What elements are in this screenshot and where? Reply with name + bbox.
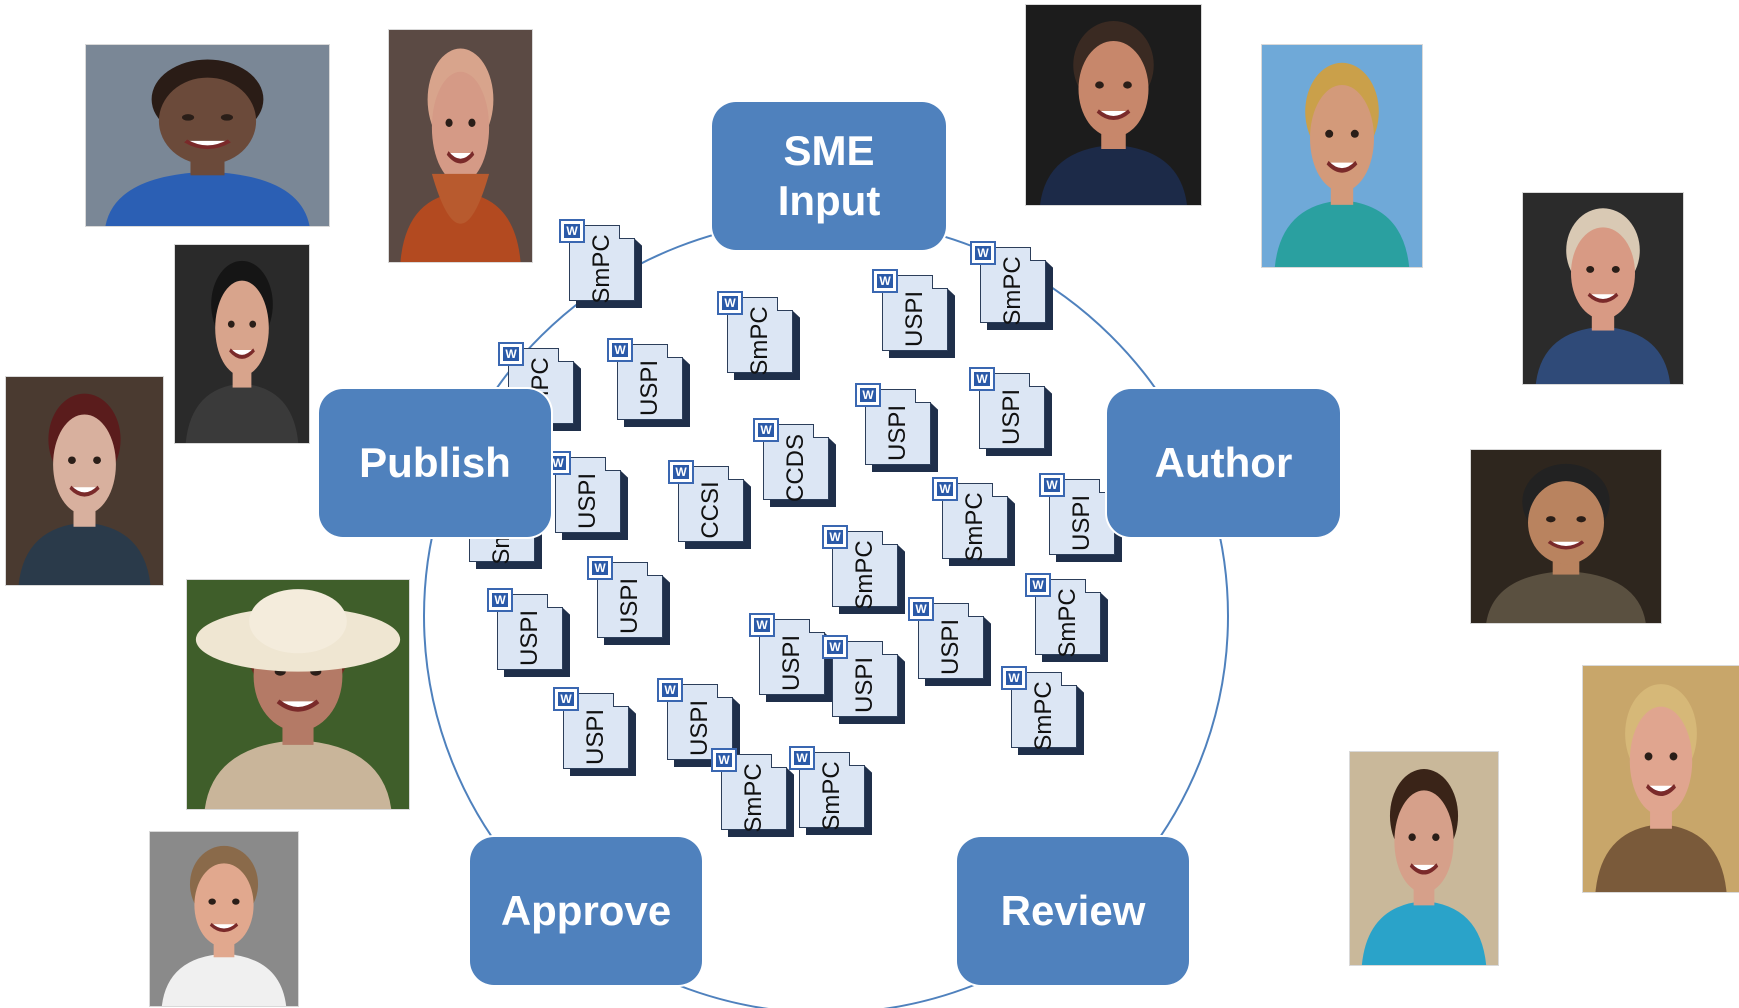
person-photo — [1523, 193, 1683, 384]
document-label: CCSI — [697, 481, 724, 539]
person-photo — [187, 580, 409, 809]
word-document-icon: W — [753, 418, 779, 442]
word-document-icon: W — [872, 269, 898, 293]
document-label: USPI — [1068, 494, 1095, 552]
document-label: USPI — [616, 577, 643, 635]
word-document-icon: W — [587, 556, 613, 580]
document-label: SmPC — [851, 540, 878, 610]
document-label: USPI — [884, 404, 911, 462]
document-label: USPI — [937, 618, 964, 676]
person-photo — [86, 45, 329, 226]
publish-node: Publish — [319, 389, 551, 537]
document-label: SmPC — [1030, 681, 1057, 751]
word-document-icon: W — [855, 383, 881, 407]
word-document-icon: W — [607, 338, 633, 362]
word-document-icon: W — [668, 460, 694, 484]
sme-input-node: SME Input — [712, 102, 946, 250]
person-photo — [1471, 450, 1661, 623]
document-label: SmPC — [740, 763, 767, 833]
word-document-icon: W — [822, 525, 848, 549]
word-document-icon: W — [932, 477, 958, 501]
word-document-icon: W — [553, 687, 579, 711]
document-label: SmPC — [818, 761, 845, 831]
document-label: USPI — [582, 708, 609, 766]
person-photo — [6, 377, 163, 585]
document-label: CCDS — [782, 433, 809, 503]
person-photo — [150, 832, 298, 1006]
word-document-icon: W — [1039, 473, 1065, 497]
approve-node: Approve — [470, 837, 702, 985]
word-document-icon: W — [970, 241, 996, 265]
person-photo — [1026, 5, 1201, 205]
word-document-icon: W — [969, 367, 995, 391]
document-label: SmPC — [746, 306, 773, 376]
person-photo — [389, 30, 532, 262]
document-label: SmPC — [588, 234, 615, 304]
word-document-icon: W — [1001, 666, 1027, 690]
word-document-icon: W — [908, 597, 934, 621]
word-document-icon: W — [1025, 573, 1051, 597]
word-document-icon: W — [559, 219, 585, 243]
word-document-icon: W — [822, 635, 848, 659]
document-label: USPI — [516, 609, 543, 667]
word-document-icon: W — [749, 613, 775, 637]
word-document-icon: W — [789, 746, 815, 770]
document-label: SmPC — [1054, 588, 1081, 658]
word-document-icon: W — [487, 588, 513, 612]
document-label: USPI — [901, 290, 928, 348]
document-label: SmPC — [999, 256, 1026, 326]
word-document-icon: W — [711, 748, 737, 772]
person-photo — [175, 245, 309, 443]
author-node: Author — [1107, 389, 1340, 537]
person-photo — [1262, 45, 1422, 267]
document-label: SmPC — [961, 492, 988, 562]
person-photo — [1350, 752, 1498, 965]
document-label: USPI — [686, 699, 713, 757]
document-label: USPI — [574, 472, 601, 530]
word-document-icon: W — [498, 342, 524, 366]
document-label: USPI — [998, 388, 1025, 446]
document-label: USPI — [636, 359, 663, 417]
person-photo — [1583, 666, 1739, 892]
document-label: USPI — [778, 634, 805, 692]
word-document-icon: W — [657, 678, 683, 702]
document-label: USPI — [851, 656, 878, 714]
review-node: Review — [957, 837, 1189, 985]
word-document-icon: W — [717, 291, 743, 315]
